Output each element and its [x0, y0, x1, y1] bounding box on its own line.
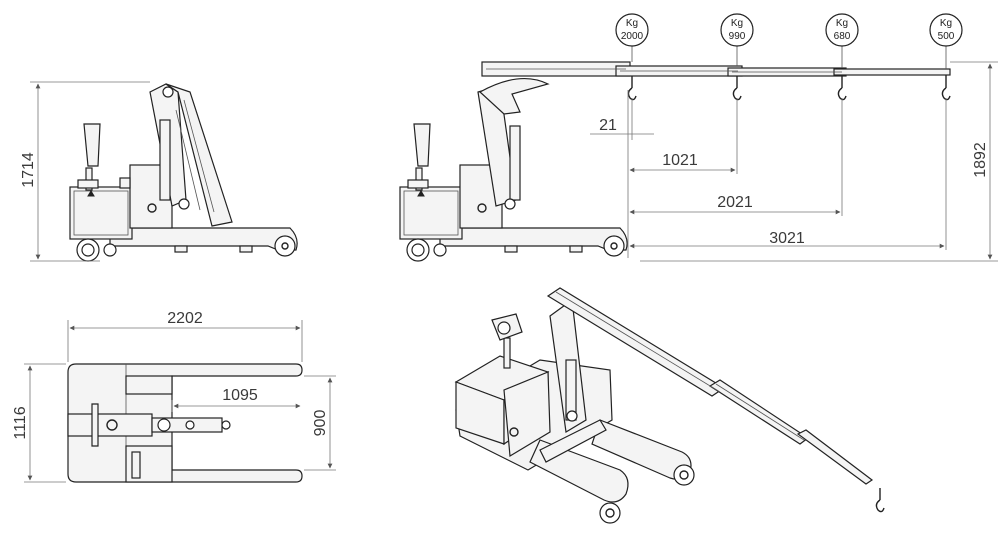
load-1-unit: Kg — [626, 18, 638, 29]
inner-length-dimension: 1095 — [171, 387, 301, 412]
length-label-2202: 2202 — [167, 310, 203, 327]
load-badge-2: Kg 990 — [720, 13, 754, 66]
reach-label-3021: 3021 — [769, 230, 805, 247]
load-2-value: 990 — [729, 31, 746, 42]
load-badge-3: Kg 680 — [825, 13, 859, 68]
width-dimension: 1116 — [12, 363, 66, 483]
height-dimension-left: 1714 — [20, 81, 150, 262]
side-view-retracted — [69, 83, 298, 262]
hook-2 — [732, 76, 742, 101]
height-dimension-right: 1892 — [640, 61, 998, 262]
load-badge-4: Kg 500 — [929, 13, 963, 69]
load-3-value: 680 — [834, 31, 851, 42]
load-4-unit: Kg — [940, 18, 952, 29]
load-badges: Kg 2000 Kg 990 Kg 680 Kg 500 — [615, 13, 963, 69]
inner-width-label-900: 900 — [312, 410, 329, 437]
isometric-view — [454, 287, 885, 524]
load-4-value: 500 — [938, 31, 955, 42]
inner-length-label-1095: 1095 — [222, 387, 258, 404]
reach-dimensions: 21 1021 2021 3021 — [590, 90, 947, 258]
height-label-1714: 1714 — [20, 152, 37, 188]
length-dimension: 2202 — [67, 310, 303, 362]
reach-label-1021: 1021 — [662, 152, 698, 169]
load-2-unit: Kg — [731, 18, 743, 29]
reach-label-2021: 2021 — [717, 194, 753, 211]
load-3-unit: Kg — [836, 18, 848, 29]
inner-width-dimension: 900 — [304, 375, 336, 471]
load-1-value: 2000 — [621, 31, 644, 42]
hook-3 — [837, 76, 847, 101]
height-label-1892: 1892 — [972, 142, 989, 178]
side-view-extended — [399, 61, 951, 262]
hook-4 — [941, 75, 951, 101]
top-view — [67, 363, 303, 483]
width-label-1116: 1116 — [12, 406, 29, 439]
hook-1 — [627, 76, 637, 101]
reach-label-21: 21 — [599, 117, 617, 134]
load-badge-1: Kg 2000 — [615, 13, 649, 62]
